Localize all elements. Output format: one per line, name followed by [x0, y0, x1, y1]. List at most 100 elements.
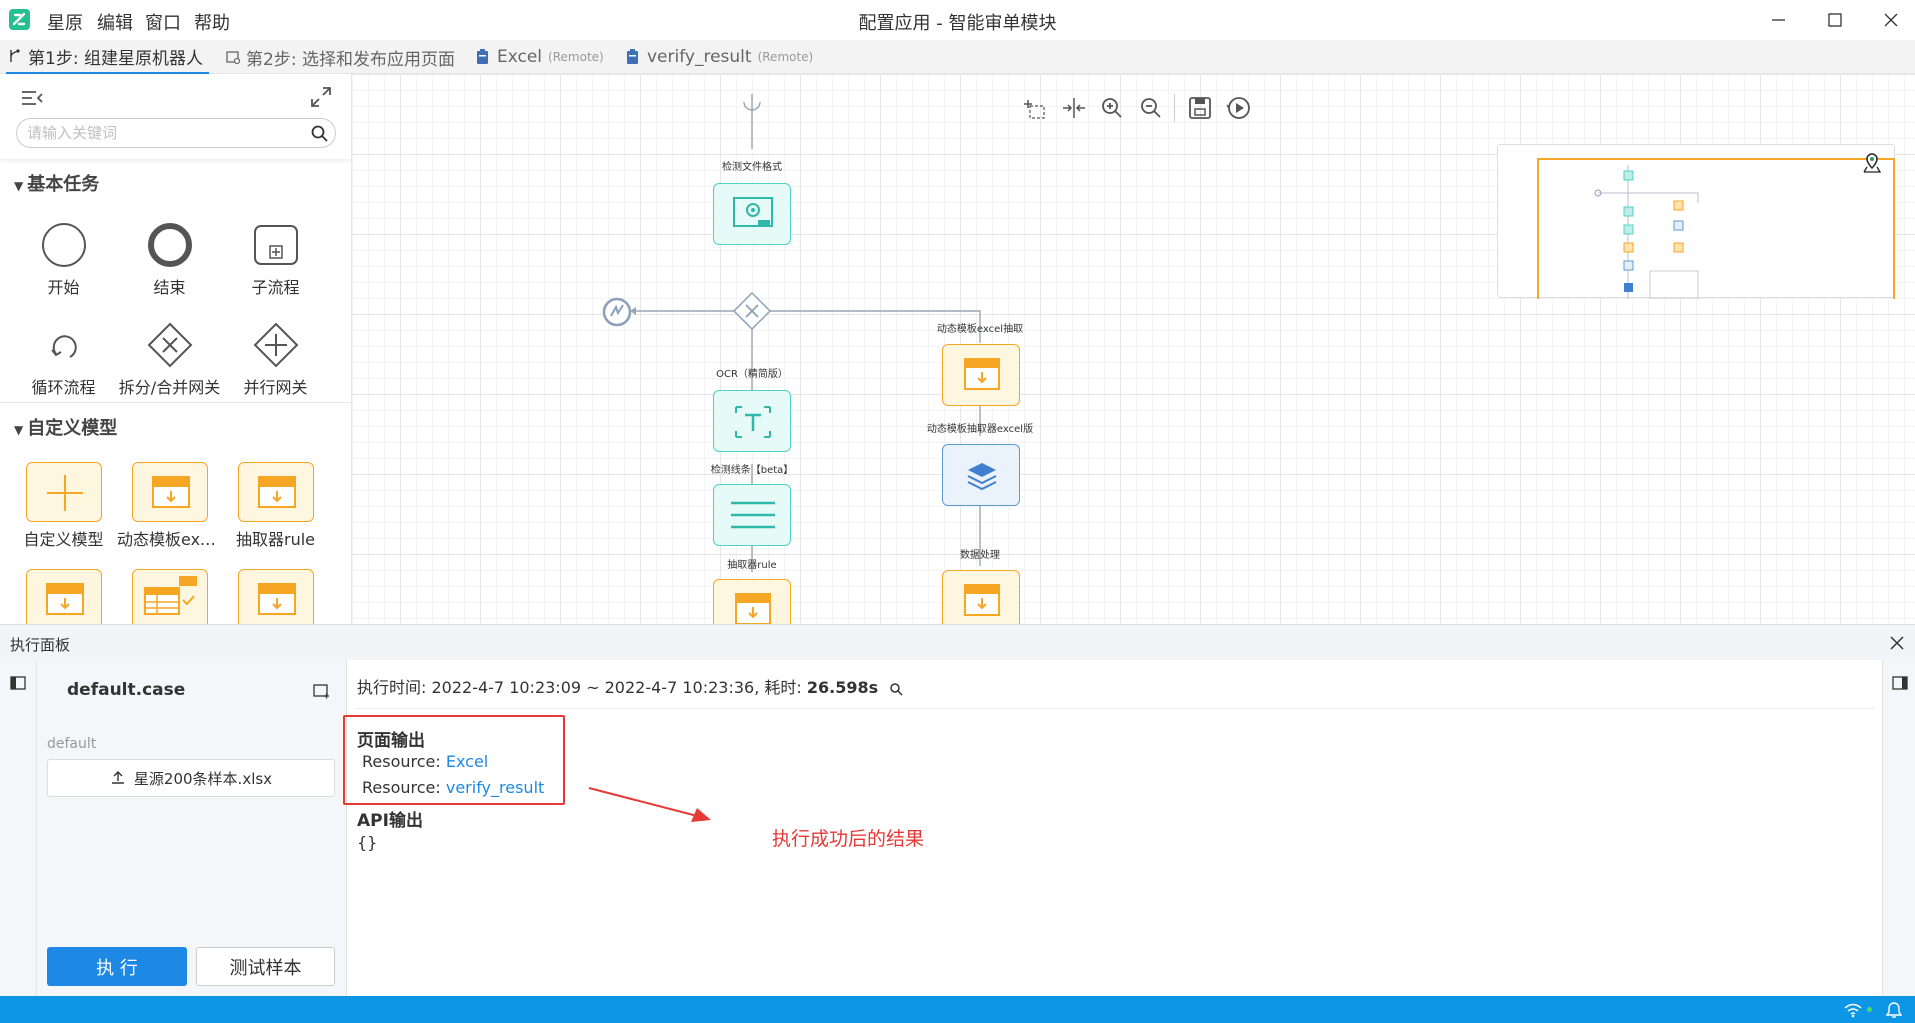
- minimap[interactable]: [1497, 144, 1895, 299]
- run-button[interactable]: 执 行: [47, 947, 187, 986]
- palette-extractor-rule-label: 抽取器rule: [235, 530, 315, 549]
- subprocess-icon: [254, 225, 298, 265]
- palette-subprocess[interactable]: 子流程: [223, 222, 328, 302]
- custom-model-icon: [26, 462, 102, 522]
- toolbar-divider: [1174, 94, 1175, 122]
- run-icon[interactable]: [1225, 94, 1253, 122]
- menu-window[interactable]: 窗口: [145, 13, 181, 34]
- section-basic-label: 基本任务: [27, 174, 100, 195]
- test-sample-button[interactable]: 测试样本: [196, 947, 335, 986]
- clipboard-icon: [477, 49, 488, 64]
- search-input[interactable]: [27, 123, 297, 143]
- menu-xingyuan[interactable]: 星原: [47, 13, 83, 34]
- palette-extractor-rule[interactable]: 抽取器rule: [223, 462, 328, 549]
- tab-verify-result[interactable]: verify_result (Remote): [625, 40, 813, 74]
- tab-verify-result-remote: (Remote): [757, 50, 814, 64]
- tab-step2[interactable]: 第2步: 选择和发布应用页面: [224, 40, 455, 74]
- annotation-text: 执行成功后的结果: [772, 828, 925, 850]
- result-panel: 执行时间: 2022-4-7 10:23:09 ~ 2022-4-7 10:23…: [343, 660, 1882, 996]
- api-output-title: API输出: [357, 811, 423, 831]
- node-palette: ▼基本任务 开始 结束 子流程 循环流程 拆分/合并网关 并行网关 ▼自定义模型…: [0, 74, 352, 624]
- label-line-detect: 检测线条【beta】: [710, 465, 794, 476]
- node-ocr[interactable]: [713, 390, 791, 452]
- resource-verify-result-link[interactable]: verify_result: [445, 778, 545, 797]
- bell-icon[interactable]: [1886, 1001, 1902, 1019]
- save-icon[interactable]: [1186, 94, 1214, 122]
- upload-file-label: 星源200条样本.xlsx: [133, 769, 273, 788]
- api-output-value: {}: [357, 833, 378, 852]
- error-end-event[interactable]: [601, 296, 633, 328]
- palette-header: [0, 74, 351, 159]
- exec-time-line: 执行时间: 2022-4-7 10:23:09 ~ 2022-4-7 10:23…: [357, 674, 903, 698]
- map-pin-icon[interactable]: [1860, 151, 1884, 175]
- title-bar: 星原 编辑 窗口 帮助 配置应用 - 智能审单模块: [0, 0, 1915, 40]
- resource-prefix: Resource:: [362, 778, 446, 797]
- palette-exclusive-gateway[interactable]: 拆分/合并网关: [117, 322, 222, 402]
- resource-excel-link[interactable]: Excel: [445, 752, 489, 771]
- palette-dynamic-template[interactable]: 动态模板exc...: [117, 462, 222, 549]
- status-bar: [0, 996, 1915, 1023]
- loop-icon: [51, 335, 77, 358]
- search-icon[interactable]: [889, 682, 903, 696]
- minimize-button[interactable]: [1760, 6, 1796, 34]
- section-custom-models[interactable]: ▼自定义模型: [14, 414, 117, 440]
- caret-down-icon: ▼: [14, 423, 24, 437]
- new-case-icon[interactable]: [312, 682, 330, 700]
- sidebar-left-toggle-icon[interactable]: [10, 676, 26, 690]
- palette-parallel-gateway[interactable]: 并行网关: [223, 322, 328, 402]
- palette-subprocess-label: 子流程: [251, 278, 300, 297]
- tab-step1[interactable]: 第1步: 组建星原机器人: [6, 40, 209, 74]
- upload-file-button[interactable]: 星源200条样本.xlsx: [47, 759, 335, 797]
- node-check-format[interactable]: [713, 183, 791, 245]
- case-group-label: default: [47, 736, 97, 752]
- label-check-format: 检测文件格式: [722, 162, 782, 173]
- sidebar-right-toggle-icon[interactable]: [1892, 676, 1908, 690]
- tab-excel-remote: (Remote): [548, 50, 604, 64]
- online-status-dot: [1867, 1007, 1872, 1012]
- collapse-menu-icon[interactable]: [20, 88, 46, 108]
- palette-end[interactable]: 结束: [117, 222, 222, 302]
- resource-excel-row: Resource: Excel: [362, 752, 488, 771]
- expand-icon[interactable]: [308, 84, 334, 110]
- tab-bar: 第1步: 组建星原机器人 第2步: 选择和发布应用页面 Excel (Remot…: [0, 40, 1915, 74]
- code-download-icon: [132, 462, 208, 522]
- close-window-button[interactable]: [1873, 6, 1909, 34]
- palette-parallel-gateway-label: 并行网关: [243, 378, 308, 397]
- zoom-out-icon[interactable]: [1137, 94, 1165, 122]
- tab-step1-label: 第1步: 组建星原机器人: [28, 48, 203, 69]
- exclusive-gateway[interactable]: [732, 291, 772, 331]
- right-toggle-strip: [1882, 660, 1915, 996]
- node-data-process[interactable]: [942, 570, 1020, 624]
- exec-panel-header: 执行面板: [0, 624, 1915, 660]
- search-icon[interactable]: [310, 124, 330, 144]
- fit-width-icon[interactable]: [1060, 94, 1088, 122]
- zoom-in-icon[interactable]: [1098, 94, 1126, 122]
- palette-dynamic-template-label: 动态模板exc...: [117, 530, 222, 549]
- node-line-detect[interactable]: [713, 484, 791, 546]
- select-area-icon[interactable]: [1020, 94, 1048, 122]
- start-event-icon: [42, 223, 86, 267]
- menu-edit[interactable]: 编辑: [97, 13, 133, 34]
- app-logo-icon: [9, 9, 30, 30]
- palette-loop[interactable]: 循环流程: [11, 322, 116, 402]
- section-basic-tasks[interactable]: ▼基本任务: [14, 170, 99, 196]
- palette-start[interactable]: 开始: [11, 222, 116, 302]
- clipboard-icon: [627, 49, 638, 64]
- maximize-button[interactable]: [1817, 6, 1853, 34]
- left-toggle-strip: [0, 660, 37, 996]
- node-dyn-excel[interactable]: [942, 344, 1020, 406]
- table-check-icon[interactable]: [132, 569, 208, 624]
- node-extractor-rule[interactable]: [713, 579, 791, 624]
- window-title: 配置应用 - 智能审单模块: [858, 13, 1057, 34]
- node-dyn-excel-board[interactable]: [942, 444, 1020, 506]
- close-panel-icon[interactable]: [1887, 633, 1907, 653]
- parallel-gateway-icon: [253, 322, 299, 368]
- case-name[interactable]: default.case: [67, 680, 186, 700]
- page-publish-icon: [226, 51, 241, 65]
- palette-start-label: 开始: [47, 278, 80, 297]
- code-download-icon[interactable]: [238, 569, 314, 624]
- code-download-icon[interactable]: [26, 569, 102, 624]
- menu-help[interactable]: 帮助: [194, 13, 230, 34]
- palette-custom-model[interactable]: 自定义模型: [11, 462, 116, 549]
- tab-excel[interactable]: Excel (Remote): [475, 40, 604, 74]
